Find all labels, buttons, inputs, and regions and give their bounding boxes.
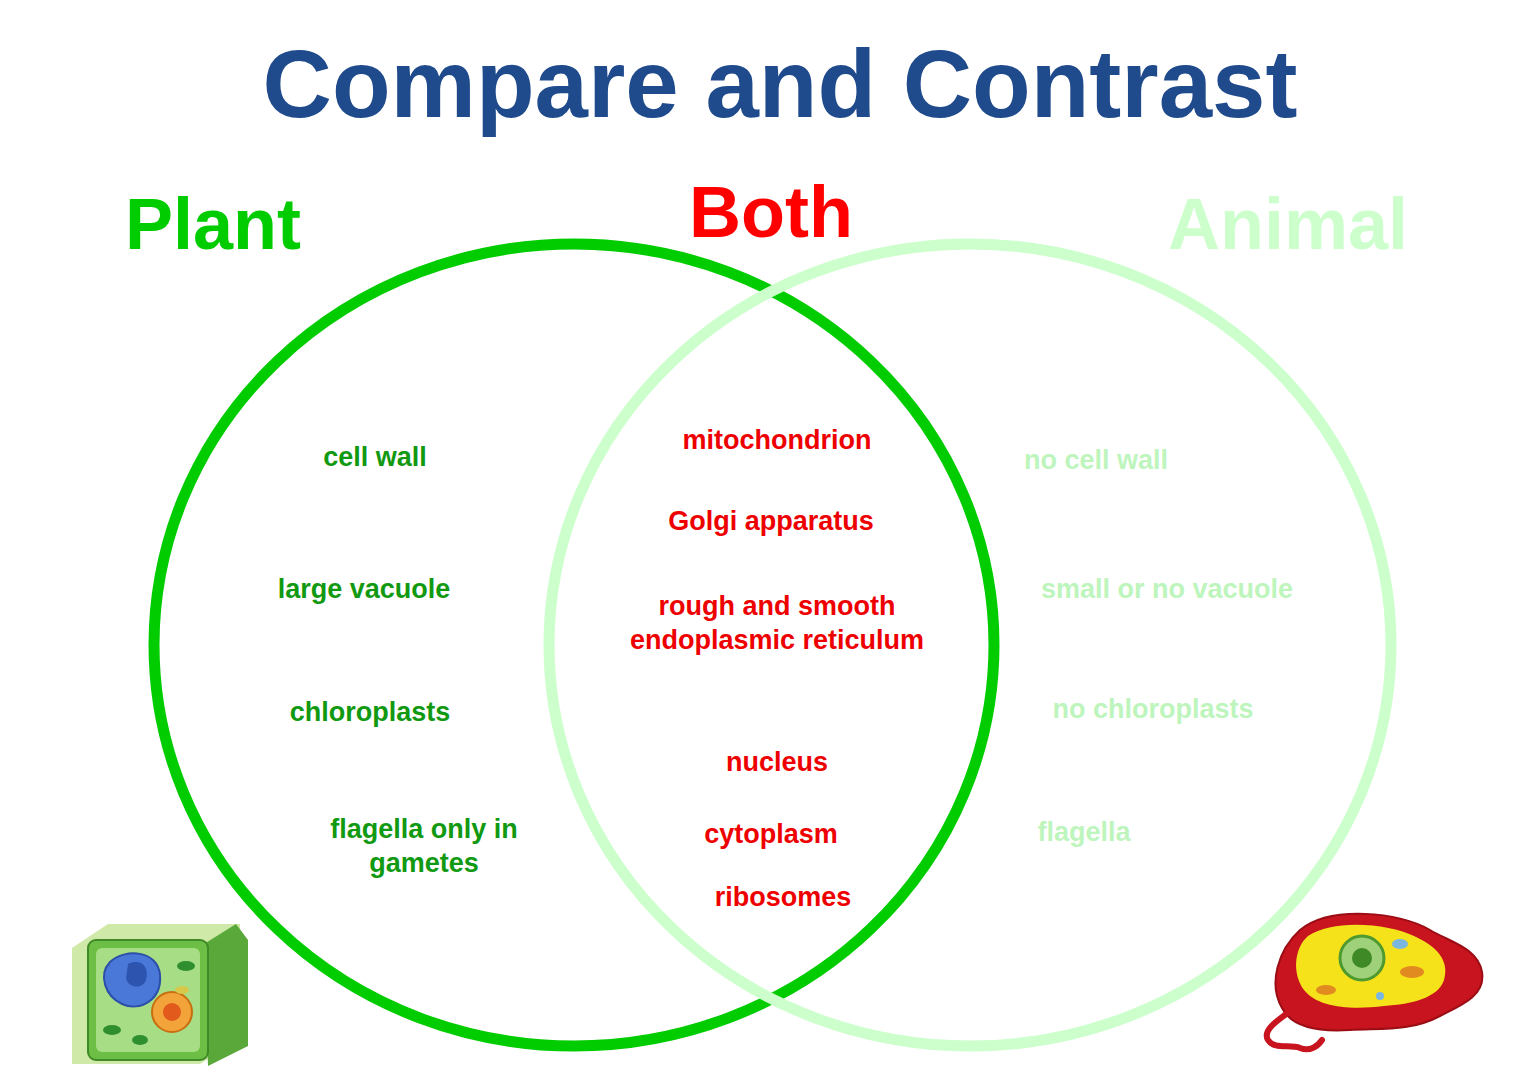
feature-text: rough and smooth endoplasmic reticulum xyxy=(612,589,942,657)
plant-cell-cytoplasm xyxy=(96,948,200,1052)
feature-text: small or no vacuole xyxy=(1041,572,1293,606)
circle-outline xyxy=(549,244,1391,1046)
circle-outline xyxy=(154,244,994,1046)
animal-cytoplasm xyxy=(1296,925,1445,1008)
plant-chloroplast xyxy=(132,1035,148,1045)
feature-text: no cell wall xyxy=(1024,443,1168,477)
group-heading: Animal xyxy=(1168,185,1408,264)
animal-mitochondrion xyxy=(1316,985,1336,995)
feature-text: mitochondrion xyxy=(683,423,872,457)
feature-text: cell wall xyxy=(323,440,427,474)
animal-mitochondrion xyxy=(1400,966,1424,978)
feature-text: no chloroplasts xyxy=(1052,692,1253,726)
animal-vesicle xyxy=(1376,992,1384,1000)
feature-text: Golgi apparatus xyxy=(668,504,874,538)
animal-cell-picture xyxy=(1267,914,1483,1050)
diagram-title: Compare and Contrast xyxy=(263,29,1298,139)
animal-vesicle xyxy=(1392,939,1408,949)
feature-text: flagella xyxy=(1037,815,1130,849)
animal-cell-tail xyxy=(1267,1010,1322,1049)
animal-nucleus xyxy=(1340,936,1384,980)
plant-chloroplast xyxy=(103,1025,121,1035)
group-heading: Both xyxy=(689,173,853,252)
plant-nucleolus xyxy=(163,1003,181,1021)
feature-text: ribosomes xyxy=(715,880,852,914)
animal-nucleolus xyxy=(1352,948,1372,968)
feature-text: flagella only in gametes xyxy=(314,812,534,880)
plant-cell-picture xyxy=(72,924,248,1066)
feature-text: chloroplasts xyxy=(290,695,451,729)
feature-text: nucleus xyxy=(726,745,828,779)
feature-text: large vacuole xyxy=(278,572,451,606)
animal-cell-membrane xyxy=(1276,914,1483,1031)
plant-vacuole-shade xyxy=(126,962,147,987)
plant-cell-side xyxy=(204,924,248,1066)
plant-nucleus xyxy=(152,992,192,1032)
plant-cell-wall xyxy=(88,940,208,1060)
plant-chloroplast xyxy=(177,961,195,971)
group-heading: Plant xyxy=(125,185,301,264)
plant-vacuole xyxy=(104,953,160,1006)
plant-organelle xyxy=(175,986,189,994)
feature-text: cytoplasm xyxy=(704,817,838,851)
